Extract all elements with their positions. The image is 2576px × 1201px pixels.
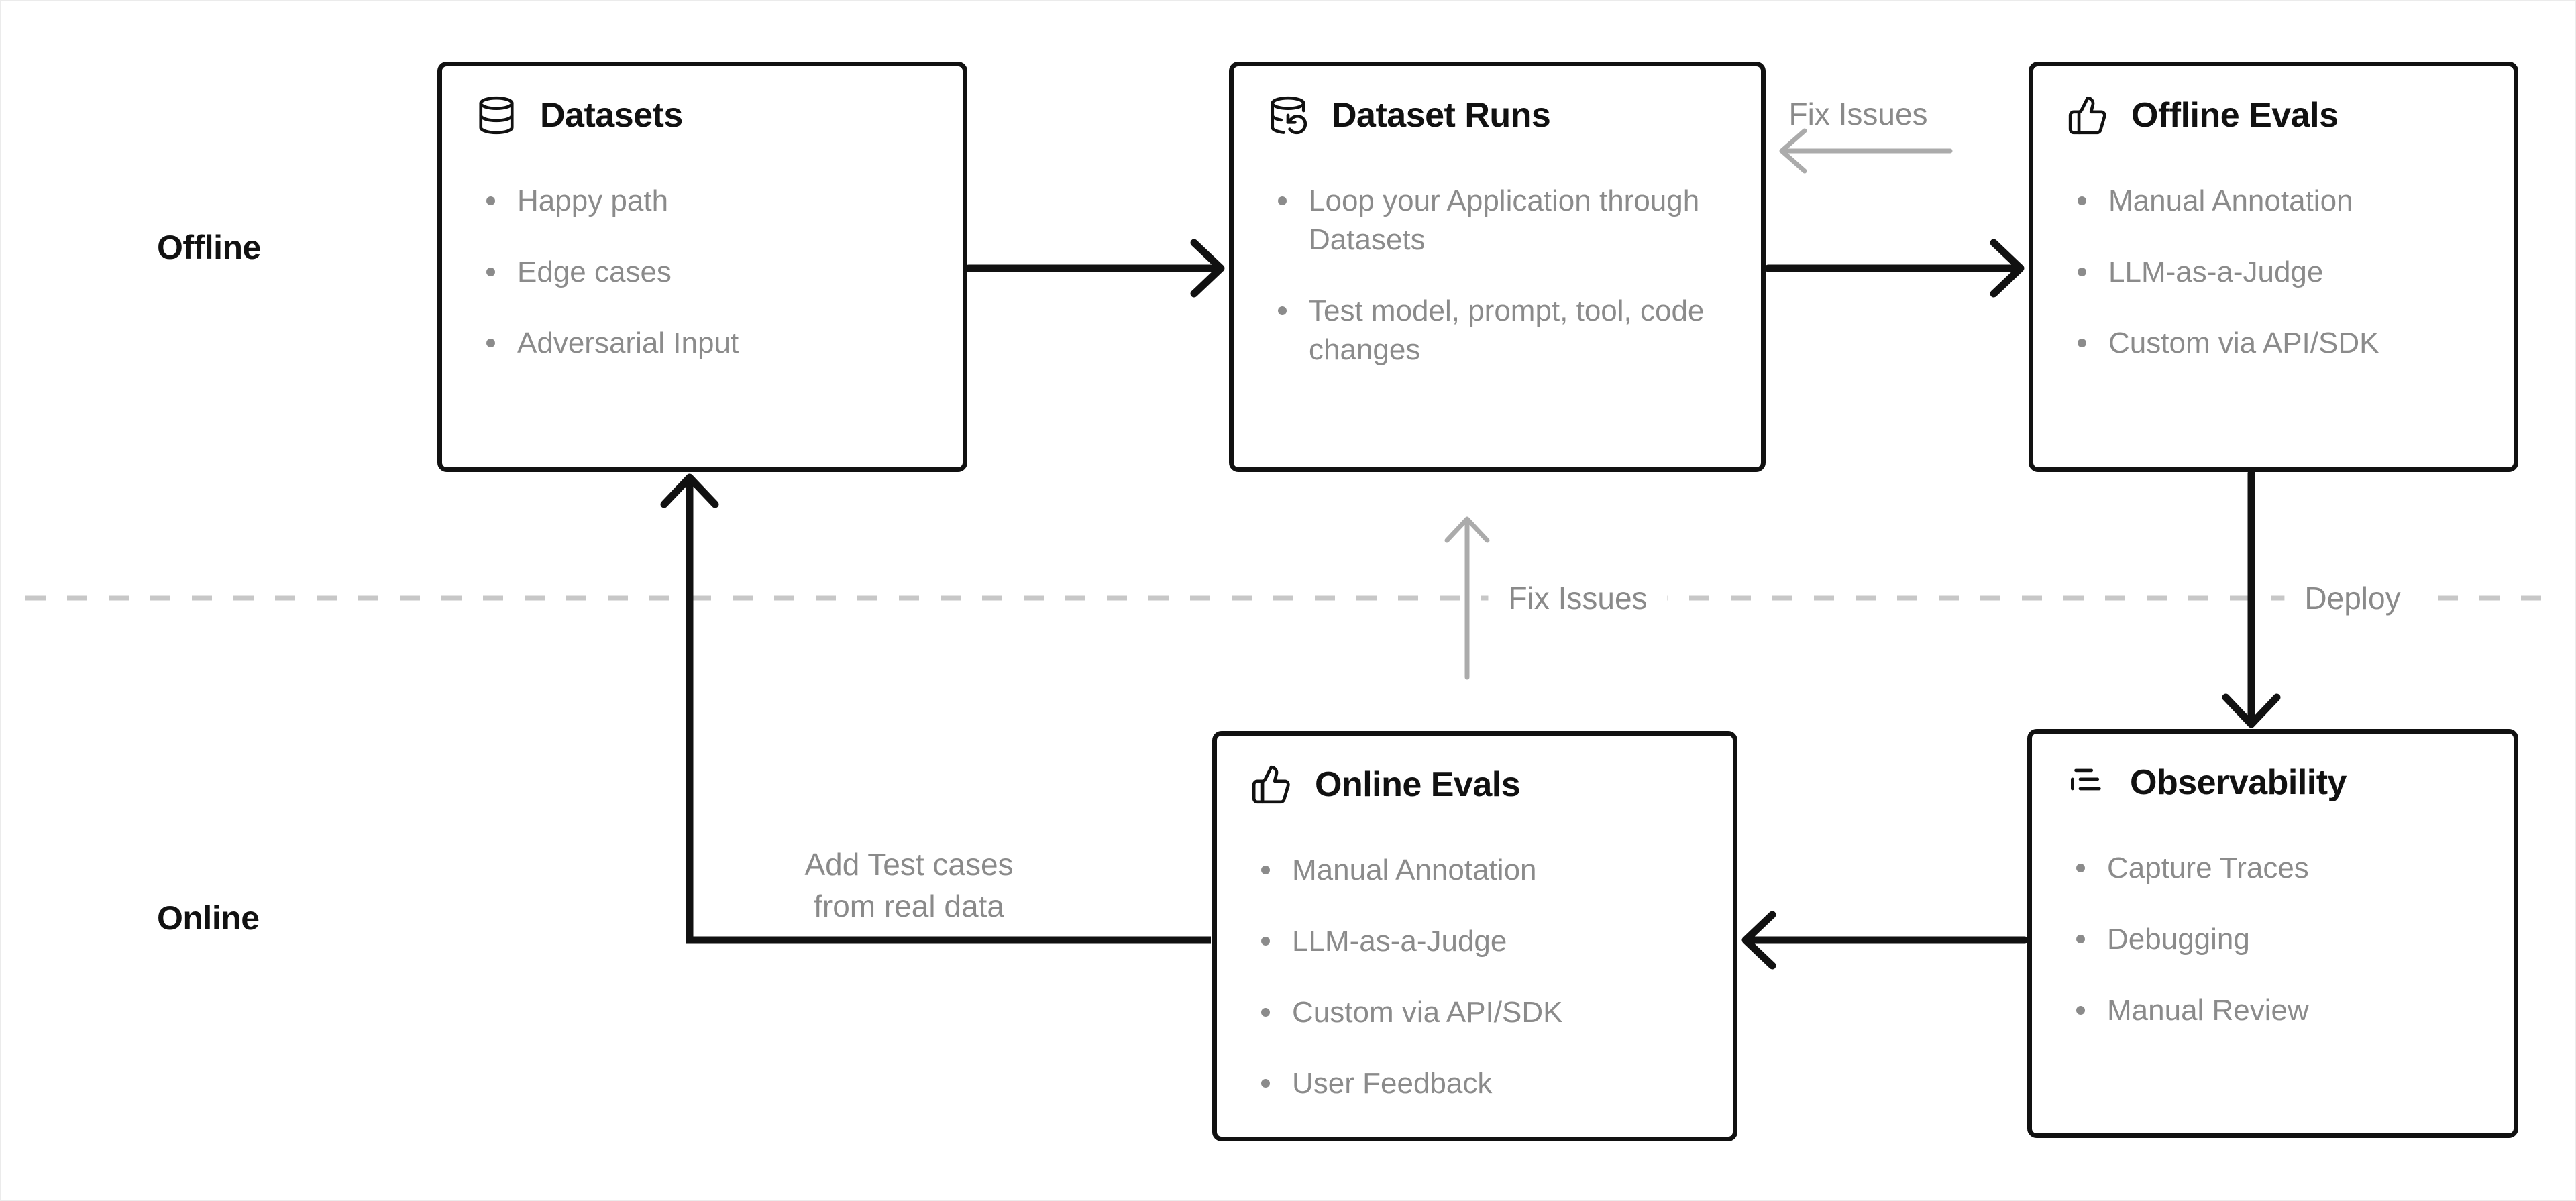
list-item: LLM-as-a-Judge [1250, 922, 1699, 961]
node-datasets-header: Datasets [476, 95, 929, 136]
thumbs-up-icon [1250, 764, 1292, 805]
deploy-label: Deploy [2284, 580, 2421, 616]
node-datasets-list: Happy path Edge cases Adversarial Input [476, 182, 929, 363]
node-observability-header: Observability [2065, 762, 2480, 803]
node-online-evals-title: Online Evals [1315, 765, 1521, 804]
arrow-dataset-runs-to-offline-evals [1764, 239, 2025, 298]
list-tree-icon [2065, 762, 2107, 803]
list-item: Manual Annotation [1250, 851, 1699, 890]
node-dataset-runs: Dataset Runs Loop your Application throu… [1229, 62, 1766, 472]
list-item: Custom via API/SDK [2067, 324, 2480, 363]
thumbs-up-icon [2067, 95, 2108, 136]
fix-issues-mid-arrow [1444, 516, 1490, 680]
node-observability: Observability Capture Traces Debugging M… [2027, 729, 2518, 1138]
offline-lane-label: Offline [157, 229, 261, 266]
fix-issues-mid-label: Fix Issues [1488, 580, 1668, 616]
node-dataset-runs-header: Dataset Runs [1267, 95, 1727, 136]
node-offline-evals: Offline Evals Manual Annotation LLM-as-a… [2029, 62, 2518, 472]
list-item: User Feedback [1250, 1064, 1699, 1103]
node-datasets: Datasets Happy path Edge cases Adversari… [437, 62, 967, 472]
arrow-online-evals-to-datasets [660, 473, 1211, 944]
node-dataset-runs-title: Dataset Runs [1332, 96, 1551, 135]
list-item: Edge cases [476, 253, 929, 292]
node-online-evals: Online Evals Manual Annotation LLM-as-a-… [1212, 731, 1737, 1141]
arrow-offline-evals-to-observability [2222, 469, 2281, 728]
fix-issues-top-label: Fix Issues [1788, 97, 1928, 131]
list-item: Capture Traces [2065, 849, 2480, 888]
node-online-evals-list: Manual Annotation LLM-as-a-Judge Custom … [1250, 851, 1699, 1103]
arrow-datasets-to-dataset-runs [965, 239, 1225, 298]
list-item: Loop your Application through Datasets [1267, 182, 1727, 260]
node-offline-evals-list: Manual Annotation LLM-as-a-Judge Custom … [2067, 182, 2480, 363]
list-item: Adversarial Input [476, 324, 929, 363]
fix-issues-top-arrow [1779, 128, 1953, 174]
list-item: LLM-as-a-Judge [2067, 253, 2480, 292]
arrow-observability-to-online-evals [1741, 911, 2029, 970]
list-item: Test model, prompt, tool, code changes [1267, 292, 1727, 369]
list-item: Manual Annotation [2067, 182, 2480, 221]
add-test-cases-label: Add Test cases from real data [804, 846, 1014, 923]
node-online-evals-header: Online Evals [1250, 764, 1699, 805]
node-datasets-title: Datasets [540, 96, 683, 135]
online-lane-label: Online [157, 899, 260, 937]
node-observability-title: Observability [2130, 763, 2347, 802]
list-item: Manual Review [2065, 991, 2480, 1030]
list-item: Happy path [476, 182, 929, 221]
node-offline-evals-title: Offline Evals [2131, 96, 2339, 135]
database-icon [476, 95, 517, 136]
node-observability-list: Capture Traces Debugging Manual Review [2065, 849, 2480, 1030]
node-offline-evals-header: Offline Evals [2067, 95, 2480, 136]
list-item: Debugging [2065, 920, 2480, 959]
database-refresh-icon [1267, 95, 1309, 136]
list-item: Custom via API/SDK [1250, 993, 1699, 1032]
node-dataset-runs-list: Loop your Application through Datasets T… [1267, 182, 1727, 369]
